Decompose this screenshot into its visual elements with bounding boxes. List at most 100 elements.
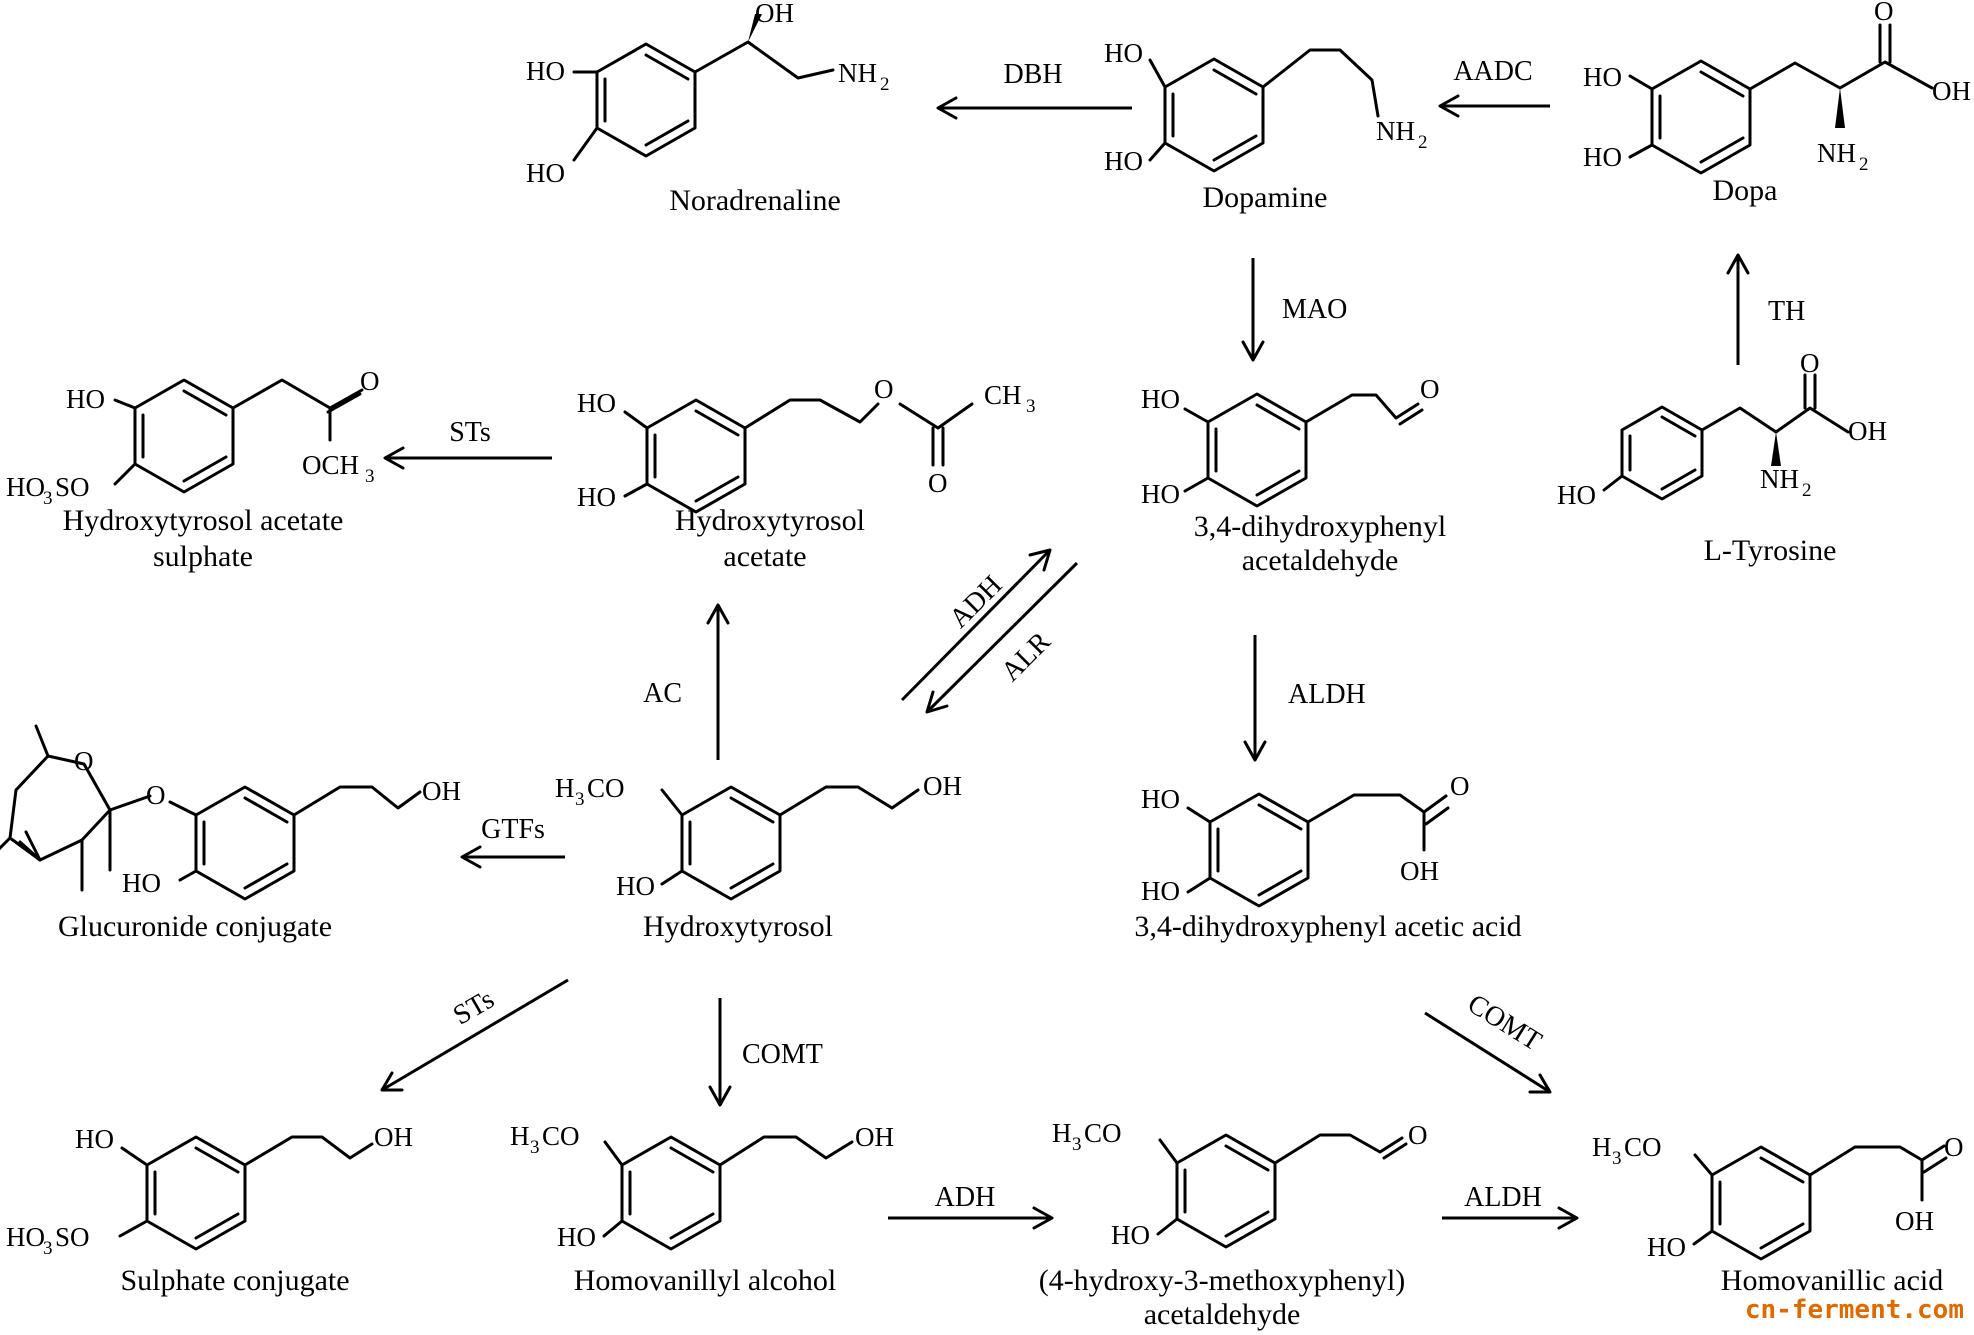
hva-h-sub: 3 [1612,1148,1622,1169]
sulphate-conjugate-label: Sulphate conjugate [120,1264,349,1297]
arrow-sts-sulphate: STs [380,978,569,1092]
hva-alcohol-h-sub: 3 [530,1137,540,1158]
homovanillyl-alcohol-label: Homovanillyl alcohol [574,1264,836,1297]
arrow-sts-acetate: STs [383,417,552,470]
dopa-oh: OH [1932,76,1971,106]
hydroxytyrosol-label: Hydroxytyrosol [643,910,833,943]
glucuronide-conjugate-structure: O O OH HO Glucuronide conjugate [0,724,461,943]
dhpaa-structure: O OH HO HO 3,4-dihydroxyphenyl acetic ac… [1134,771,1521,943]
dhpa-label-line2: acetaldehyde [1242,544,1399,577]
glucuronide-oh: OH [422,776,461,806]
hta-ch-sub: 3 [1026,396,1036,417]
enzyme-dbh: DBH [1003,59,1062,90]
htas-so: SO [55,472,90,502]
arrow-dbh: DBH [936,59,1132,120]
hta-carbonyl-o: O [928,468,948,498]
dihydroxyphenyl-acetaldehyde-structure: O HO HO 3,4-dihydroxyphenyl acetaldehyde [1141,374,1446,577]
dopamine-nh-sub: 2 [1418,132,1428,153]
dopamine-ho-1: HO [1104,38,1143,68]
hva-alcohol-h: H [510,1121,530,1151]
l-tyrosine-o: O [1800,348,1820,378]
glucuronide-label: Glucuronide conjugate [58,910,332,943]
noradrenaline-label: Noradrenaline [669,184,841,217]
dhpaa-label: 3,4-dihydroxyphenyl acetic acid [1134,910,1521,943]
dopa-structure: O OH HO HO NH 2 Dopa [1583,0,1971,207]
sulphate-oh: OH [374,1122,413,1152]
enzyme-comt-ht: COMT [742,1039,823,1070]
arrow-aldh-mid: ALDH [1243,635,1366,762]
l-tyrosine-oh: OH [1848,416,1887,446]
hva-h: H [1592,1132,1612,1162]
htas-label-line1: Hydroxytyrosol acetate [63,504,344,537]
ht-ho: HO [616,871,655,901]
dhpaa-o: O [1450,771,1470,801]
homovanillic-acid-label: Homovanillic acid [1721,1264,1943,1297]
hva-ho: HO [1647,1232,1686,1262]
l-tyrosine-structure: O OH NH 2 HO L-Tyrosine [1557,348,1887,567]
dopamine-label: Dopamine [1203,181,1328,214]
hta-sulphate-structure: O OCH 3 HO HO 3 SO Hydroxytyrosol acetat… [6,366,380,573]
glucuronide-ring-o: O [74,746,94,776]
enzyme-mao: MAO [1282,294,1347,325]
dopa-nh-sub: 2 [1859,154,1869,175]
arrow-aadc: AADC [1438,56,1550,118]
htas-o: O [360,366,380,396]
hydroxytyrosol-acetate-structure: O CH 3 O HO HO Hydroxytyrosol acetate [577,374,1036,573]
htas-ho-s: HO [6,472,45,502]
sulphate-conjugate-structure: OH HO HO 3 SO Sulphate conjugate [6,1122,413,1297]
arrow-adh-alr: ADH ALR [900,548,1079,714]
mpa-o: O [1408,1120,1428,1150]
hva-alcohol-co: CO [542,1121,580,1151]
ht-oh: OH [923,771,962,801]
noradrenaline-ho-2: HO [526,158,565,188]
mpa-label-line1: (4-hydroxy-3-methoxyphenyl) [1039,1264,1406,1297]
enzyme-adh-bottom: ADH [935,1182,996,1213]
arrow-comt-ht: COMT [708,998,823,1107]
noradrenaline-oh: OH [755,0,794,28]
arrow-ac: AC [643,603,730,760]
enzyme-ac: AC [643,678,682,709]
dopa-nh: NH [1817,138,1856,168]
hta-label-line1: Hydroxytyrosol [675,504,865,537]
enzyme-th: TH [1768,296,1805,327]
ht-h: H [555,773,575,803]
l-tyrosine-ho: HO [1557,480,1596,510]
dhpa-ho-2: HO [1141,479,1180,509]
sulphate-ho: HO [75,1124,114,1154]
noradrenaline-structure: HO HO OH NH 2 Noradrenaline [526,0,890,217]
dopa-label: Dopa [1713,174,1778,207]
arrow-aldh-bottom: ALDH [1442,1182,1579,1230]
arrow-adh-bottom: ADH [888,1182,1054,1230]
hta-ho-1: HO [577,388,616,418]
l-tyrosine-nh: NH [1760,464,1799,494]
dopa-o: O [1874,0,1894,26]
htas-och: OCH [302,450,359,480]
hva-oh: OH [1895,1206,1934,1236]
dhpa-aldehyde-o: O [1420,374,1440,404]
glucuronide-ho: HO [122,868,161,898]
enzyme-comt-right: COMT [1462,988,1547,1057]
l-tyrosine-nh-sub: 2 [1802,480,1812,501]
hva-o: O [1944,1132,1964,1162]
hva-alcohol-ho: HO [557,1222,596,1252]
dhpa-ho-1: HO [1141,384,1180,414]
mpa-h-sub: 3 [1072,1134,1082,1155]
homovanillic-acid-structure: O OH H 3 CO HO Homovanillic acid [1592,1132,1964,1297]
sulphate-so: SO [55,1222,90,1252]
enzyme-gtfs: GTFs [481,814,545,845]
enzyme-aadc: AADC [1453,56,1532,87]
ht-co: CO [587,773,625,803]
sulphate-ho-sub: 3 [43,1238,53,1259]
htas-ho-sub: 3 [43,488,53,509]
noradrenaline-ho-1: HO [526,56,565,86]
methoxyphenyl-acetaldehyde-structure: O H 3 CO HO (4-hydroxy-3-methoxyphenyl) … [1039,1118,1428,1331]
hva-alcohol-oh: OH [855,1122,894,1152]
mpa-h: H [1052,1118,1072,1148]
mpa-co: CO [1084,1118,1122,1148]
glucuronide-link-o: O [146,780,166,810]
dopa-ho-2: HO [1583,142,1622,172]
noradrenaline-nh-sub: 2 [880,74,890,95]
hta-ester-o: O [874,374,894,404]
arrow-th: TH [1726,253,1805,365]
